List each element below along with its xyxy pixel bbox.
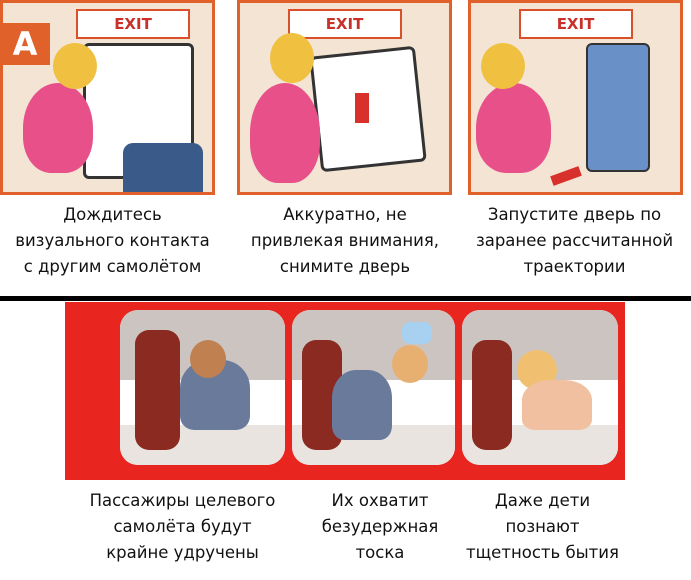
panel-launch-door: EXIT — [468, 0, 683, 195]
arrow-down-icon — [355, 93, 369, 123]
divider — [0, 296, 691, 301]
caption-3: Запустите дверь по заранее рассчитанной … — [462, 202, 687, 280]
caption-line: Даже дети — [494, 491, 591, 510]
passenger — [332, 370, 392, 440]
woman-figure — [250, 83, 320, 183]
caption-line: визуального контакта — [15, 231, 210, 250]
caption-line: крайне удручены — [106, 543, 259, 562]
caption-line: тщетность бытия — [466, 543, 619, 562]
hair — [481, 43, 525, 89]
aircraft-door — [586, 43, 650, 172]
caption-line: тоска — [355, 543, 405, 562]
caption-line: самолёта будут — [113, 517, 252, 536]
exit-sign: EXIT — [287, 9, 402, 39]
exit-sign: EXIT — [518, 9, 633, 39]
arrow-icon — [550, 166, 582, 186]
caption-4: Пассажиры целевого самолёта будут крайне… — [70, 488, 295, 566]
caption-line: с другим самолётом — [23, 257, 202, 276]
caption-1: Дождитесь визуального контакта с другим … — [0, 202, 225, 280]
caption-line: безудержная — [321, 517, 439, 536]
panel-children — [462, 310, 618, 465]
caption-5: Их охватит безудержная тоска — [300, 488, 460, 566]
panel-wait-contact: A EXIT — [0, 0, 215, 195]
exit-sign: EXIT — [76, 9, 190, 39]
woman-figure — [23, 83, 93, 173]
caption-line: Пассажиры целевого — [89, 491, 276, 510]
passenger-head — [392, 345, 428, 383]
caption-line: снимите дверь — [279, 257, 411, 276]
seat — [135, 330, 180, 450]
hair — [53, 43, 97, 89]
window — [402, 322, 432, 344]
panel-despair — [292, 310, 455, 465]
caption-2: Аккуратно, не привлекая внимания, снимит… — [234, 202, 456, 280]
caption-line: Дождитесь — [63, 205, 162, 224]
passenger-head — [190, 340, 226, 378]
seat — [123, 143, 203, 192]
seat — [472, 340, 512, 450]
caption-line: заранее рассчитанной — [475, 231, 674, 250]
caption-line: траектории — [523, 257, 626, 276]
caption-6: Даже дети познают тщетность бытия — [460, 488, 625, 566]
caption-line: привлекая внимания, — [250, 231, 440, 250]
panel-passengers-upset — [120, 310, 285, 465]
child-figure — [522, 380, 592, 430]
caption-line: Аккуратно, не — [283, 205, 407, 224]
caption-line: Запустите дверь по — [487, 205, 662, 224]
hair — [270, 33, 314, 83]
woman-figure — [476, 83, 551, 173]
caption-line: Их охватит — [331, 491, 429, 510]
caption-line: познают — [505, 517, 580, 536]
step-label: A — [3, 23, 50, 65]
panel-remove-door: EXIT — [237, 0, 452, 195]
